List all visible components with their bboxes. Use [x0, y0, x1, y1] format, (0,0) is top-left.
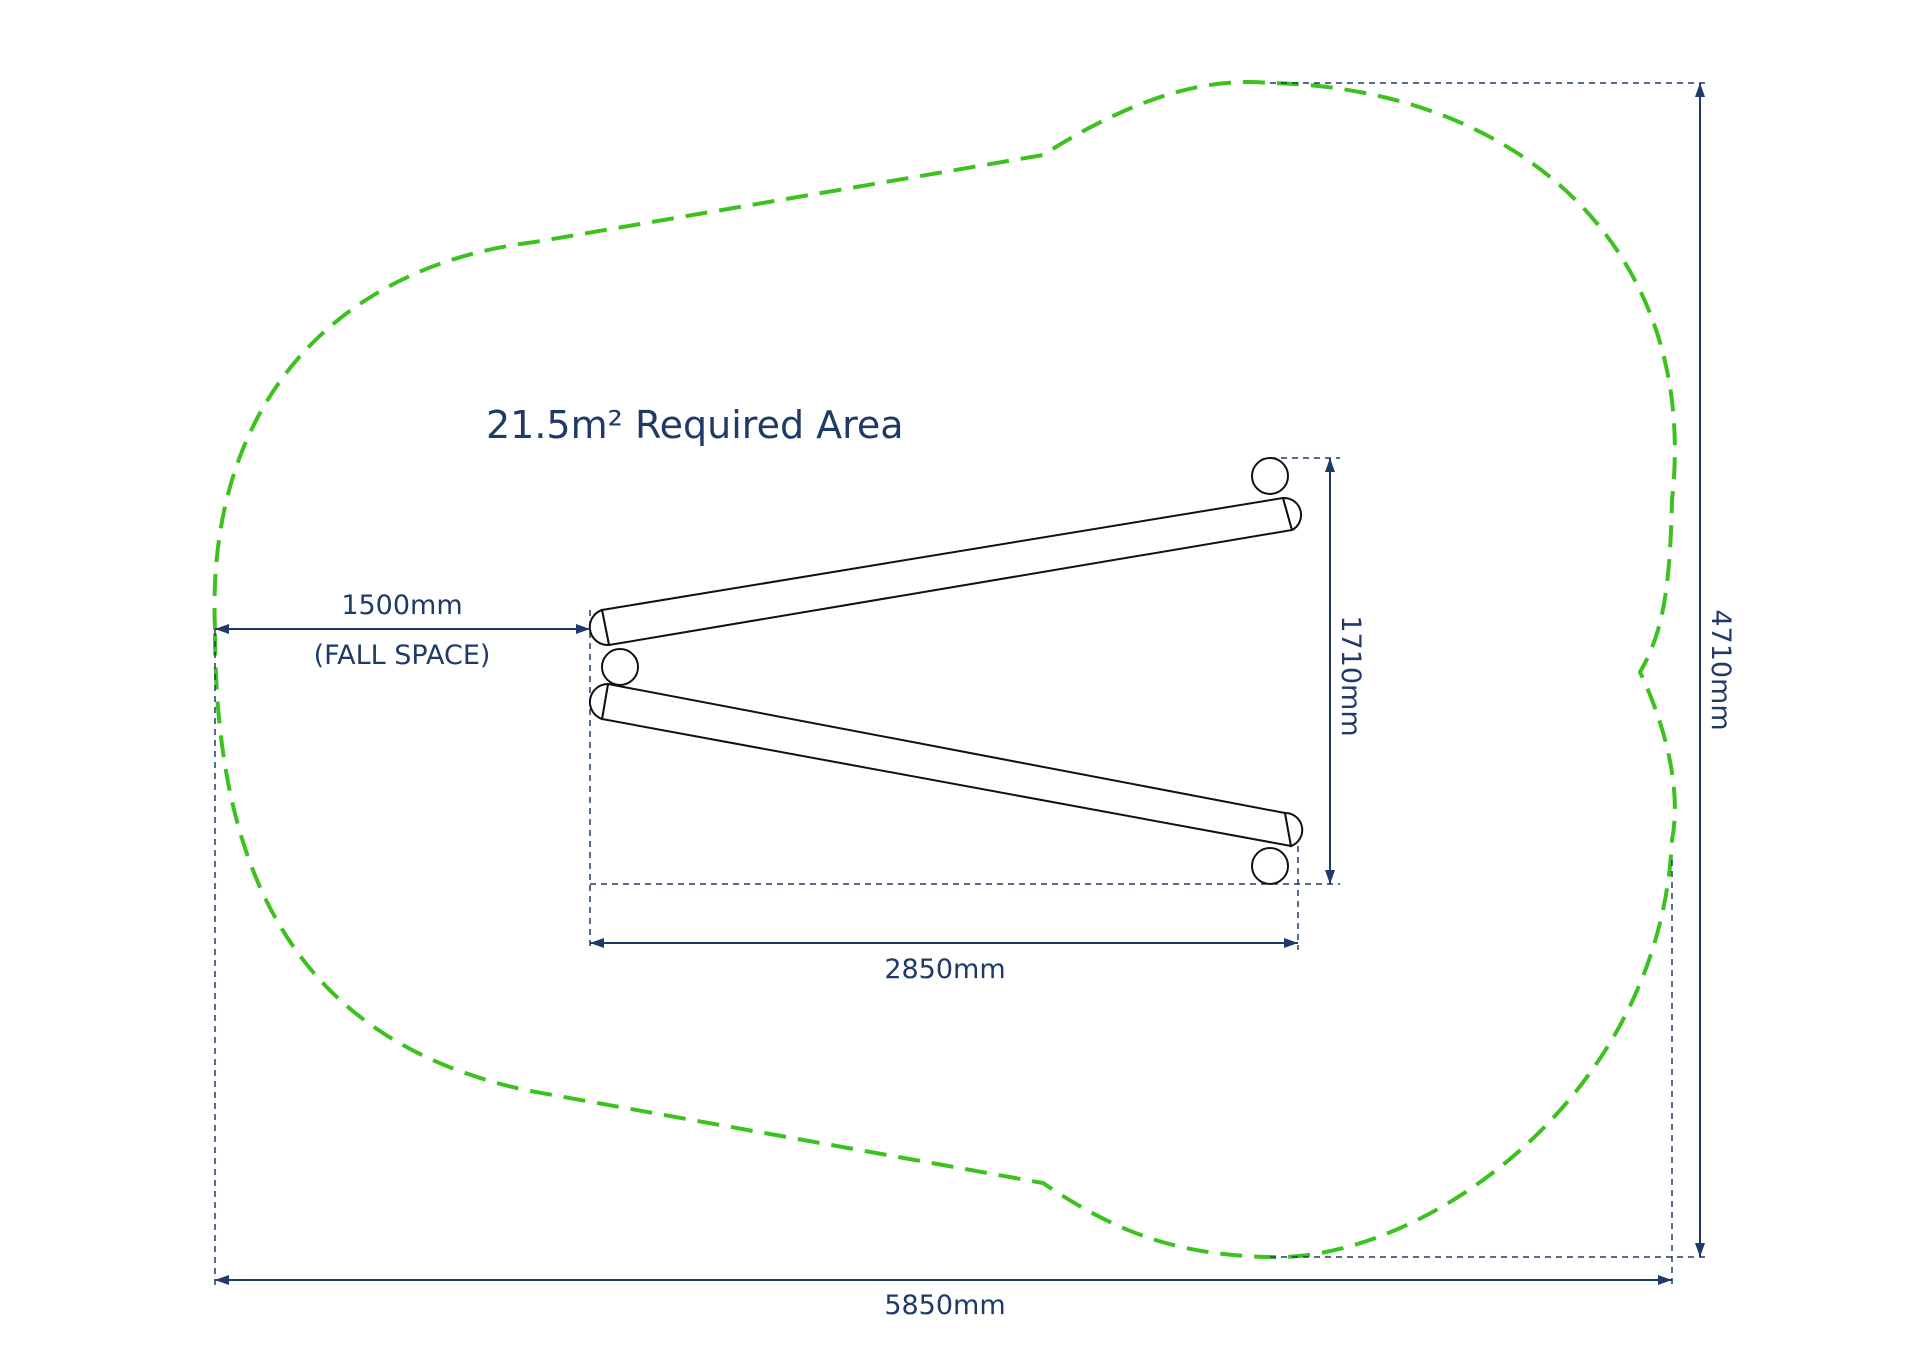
arrow-head-top [1695, 83, 1705, 97]
lower-log-left-cap [588, 682, 610, 721]
upper-log [600, 496, 1294, 647]
product-depth-label: 1710mm [1335, 615, 1366, 736]
dimension-total-depth [1695, 83, 1705, 1257]
arrow-head-left [215, 1275, 229, 1285]
arrow-head-left [215, 624, 229, 634]
dimension-total-width [215, 1275, 1672, 1285]
required-area-boundary [212, 79, 1677, 1260]
total-width-label: 5850mm [884, 1290, 1005, 1321]
post-top [1251, 457, 1289, 495]
equipment-plan [588, 457, 1304, 885]
arrow-head-top [1325, 458, 1335, 472]
total-depth-label: 4710mm [1705, 609, 1736, 730]
required-area-label: 21.5m² Required Area [486, 403, 904, 447]
arrow-head-bottom [1325, 870, 1335, 884]
arrow-head-left [590, 938, 604, 948]
arrow-head-right [1658, 1275, 1672, 1285]
arrow-head-right [1284, 938, 1298, 948]
arrow-head-right [576, 624, 590, 634]
lower-log [600, 682, 1293, 848]
dimension-product-depth [1325, 458, 1335, 884]
post-middle [601, 648, 639, 686]
extension-lines [214, 82, 1710, 1285]
dimension-product-width [590, 938, 1298, 948]
lower-log-right-cap [1283, 811, 1304, 848]
fall-space-value: 1500mm [341, 590, 462, 621]
dimension-fall-space [215, 624, 590, 634]
post-bottom [1251, 847, 1289, 885]
upper-log-left-cap [588, 608, 611, 647]
upper-log-right-cap [1281, 496, 1303, 532]
fall-space-note: (FALL SPACE) [314, 640, 491, 671]
product-width-label: 2850mm [884, 954, 1005, 985]
arrow-head-bottom [1695, 1243, 1705, 1257]
